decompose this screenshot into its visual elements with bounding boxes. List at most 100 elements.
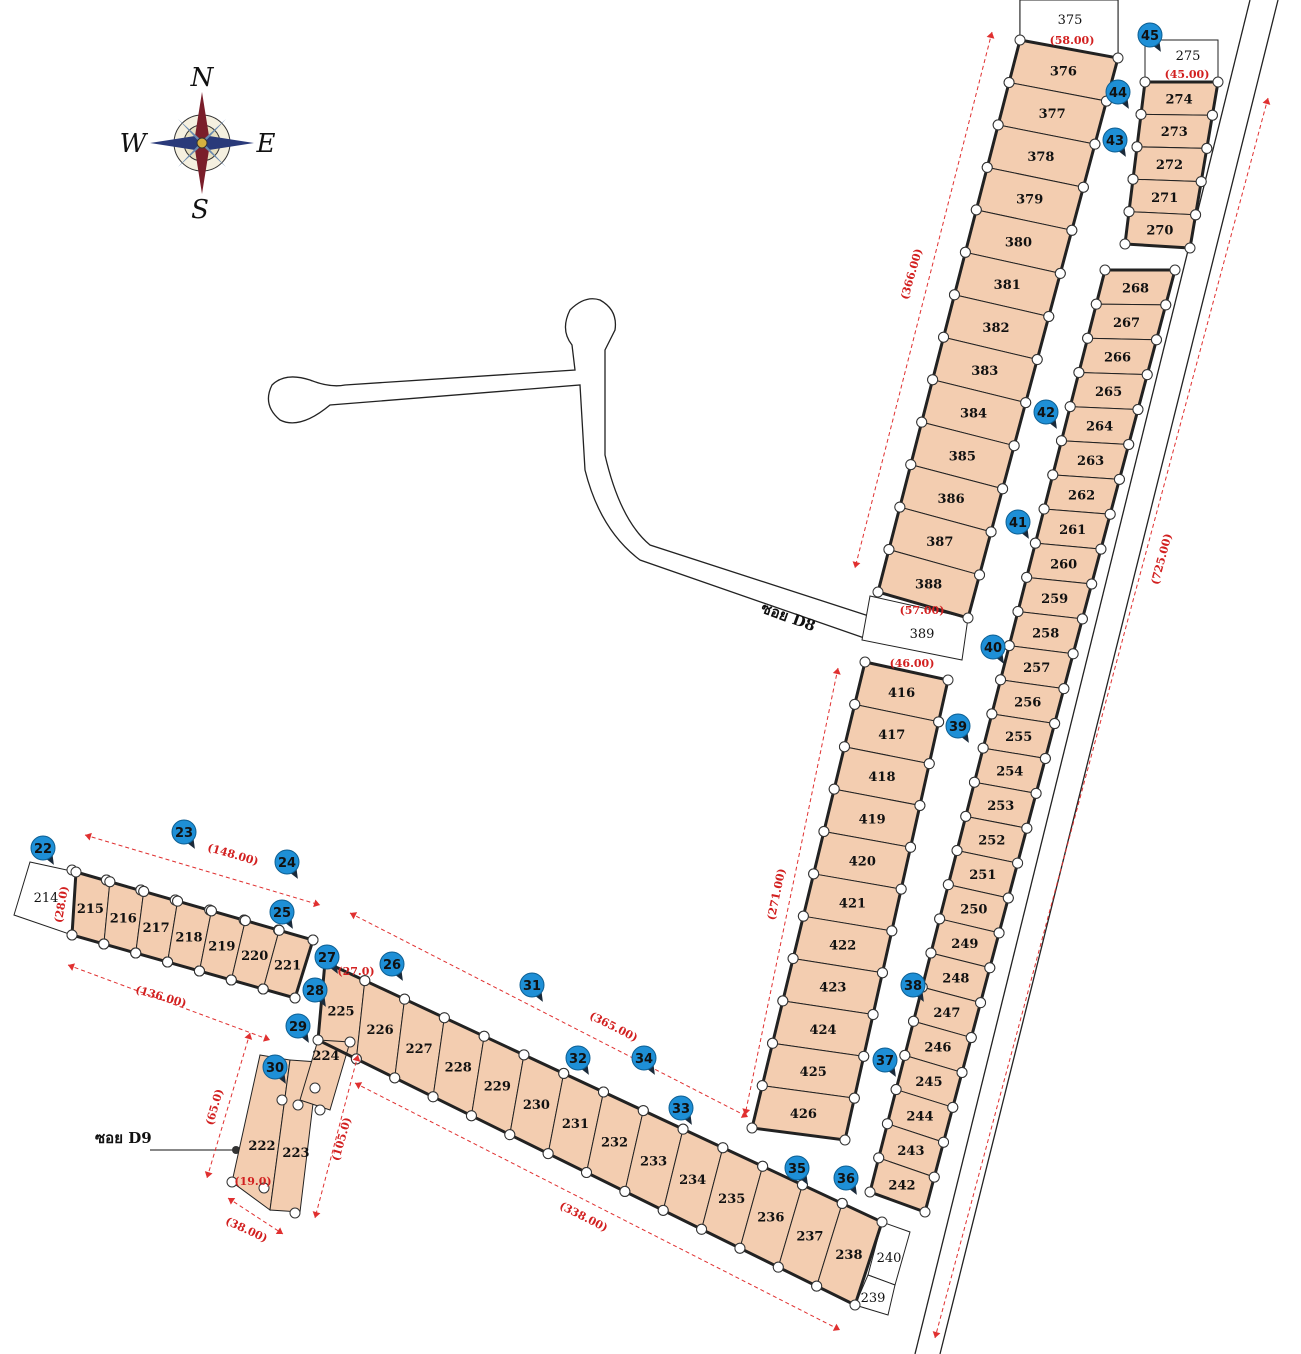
marker-pin-31[interactable]: 31 [519,972,547,1004]
dimension-label: (27.0) [337,965,374,978]
lot-label: 237 [796,1229,823,1244]
lot-label: 376 [1050,64,1077,79]
lot-240[interactable]: 240 [867,1221,911,1286]
lot-273[interactable]: 273 [1136,113,1213,149]
marker-label: 34 [635,1052,653,1067]
marker-label: 39 [949,720,967,735]
marker-pin-35[interactable]: 35 [784,1155,812,1187]
lot-label: 249 [951,937,978,952]
lot-261[interactable]: 261 [1034,508,1111,550]
lot-label: 260 [1050,557,1077,572]
lot-label: 222 [248,1139,275,1154]
marker-label: 33 [672,1102,690,1117]
lot-275[interactable]: 275 [1144,39,1219,83]
lot-377[interactable]: 377 [997,81,1108,145]
compass-w: W [120,129,149,159]
lot-label: 257 [1023,661,1050,676]
lot-label: 378 [1027,150,1054,165]
lot-274[interactable]: 274 [1140,81,1219,116]
marker-pin-45[interactable]: 45 [1137,22,1165,54]
lot-268[interactable]: 268 [1095,269,1176,306]
marker-pin-37[interactable]: 37 [872,1047,900,1079]
lot-217[interactable]: 217 [135,890,179,963]
marker-label: 41 [1009,516,1027,531]
lot-270[interactable]: 270 [1124,211,1197,249]
marker-pin-28[interactable]: 28 [302,977,330,1009]
marker-pin-39[interactable]: 39 [945,713,973,745]
marker-pin-25[interactable]: 25 [269,899,297,931]
lot-227[interactable]: 227 [394,998,445,1098]
lot-label: 272 [1156,158,1183,173]
lot-260[interactable]: 260 [1026,542,1102,585]
lot-265[interactable]: 265 [1069,371,1148,411]
lot-label: 234 [679,1173,706,1188]
lot-264[interactable]: 264 [1060,406,1139,445]
lot-389[interactable]: 389 [861,595,969,661]
lot-label: 426 [790,1107,817,1122]
marker-pin-26[interactable]: 26 [379,951,407,983]
marker-pin-40[interactable]: 40 [980,634,1008,666]
dimension-label: (38.00) [223,1214,269,1245]
marker-pin-41[interactable]: 41 [1005,509,1033,541]
marker-pin-44[interactable]: 44 [1105,79,1133,111]
lot-218[interactable]: 218 [167,900,213,972]
marker-pin-36[interactable]: 36 [833,1165,861,1197]
lot-label: 381 [994,278,1021,293]
lot-label: 424 [809,1023,836,1038]
lot-label: 265 [1095,385,1122,400]
dimension-label: (365.00) [587,1009,640,1044]
lot-label: 379 [1016,193,1043,208]
compass-e: E [256,129,276,159]
lot-255[interactable]: 255 [982,713,1056,760]
marker-pin-42[interactable]: 42 [1033,399,1061,431]
dimension-d19: (19.0) [234,1175,271,1188]
lot-266[interactable]: 266 [1078,337,1158,376]
marker-label: 38 [904,979,922,994]
dimension-label: (136.00) [134,983,188,1010]
lot-label: 218 [175,930,202,945]
marker-label: 43 [1106,134,1124,149]
marker-pin-38[interactable]: 38 [900,972,928,1004]
lot-label: 245 [915,1075,942,1090]
lot-262[interactable]: 262 [1043,474,1121,515]
dimension-d57: (57.00) [900,604,945,617]
marker-pin-43[interactable]: 43 [1102,127,1130,159]
lot-228[interactable]: 228 [432,1016,485,1117]
property-boundary [914,0,1279,1354]
marker-pin-22[interactable]: 22 [30,835,58,867]
road-d9-label: ซอย D9 [95,1129,152,1147]
lot-221[interactable]: 221 [262,929,314,999]
lot-216[interactable]: 216 [103,881,145,954]
lot-219[interactable]: 219 [198,910,246,981]
marker-pin-29[interactable]: 29 [285,1013,313,1045]
marker-pin-32[interactable]: 32 [565,1045,593,1077]
marker-pin-34[interactable]: 34 [631,1045,659,1077]
lot-214[interactable]: 214 [13,861,77,936]
lot-250[interactable]: 250 [939,884,1009,934]
marker-pin-24[interactable]: 24 [274,849,302,881]
marker-pin-23[interactable]: 23 [171,819,199,851]
lot-label: 239 [861,1291,886,1306]
marker-label: 37 [876,1054,894,1069]
lot-label: 271 [1151,191,1178,206]
lot-label: 422 [829,939,856,954]
marker-label: 23 [175,826,193,841]
lot-label: 243 [897,1144,924,1159]
lot-239[interactable]: 239 [854,1274,896,1316]
lot-label: 231 [562,1117,589,1132]
lot-label: 387 [926,535,953,550]
marker-label: 32 [569,1052,587,1067]
marker-pin-27[interactable]: 27 [314,944,342,976]
lot-417[interactable]: 417 [843,703,940,765]
lot-263[interactable]: 263 [1052,440,1130,480]
lot-272[interactable]: 272 [1132,146,1208,183]
dimension-label: (105.0) [329,1116,354,1163]
lot-label: 266 [1104,350,1131,365]
lot-271[interactable]: 271 [1128,178,1202,216]
dimension-label: (28.0) [52,885,71,924]
marker-pin-30[interactable]: 30 [262,1054,290,1086]
marker-pin-33[interactable]: 33 [668,1095,696,1127]
dimension-label: (65.0) [203,1087,226,1126]
lot-267[interactable]: 267 [1086,303,1167,341]
